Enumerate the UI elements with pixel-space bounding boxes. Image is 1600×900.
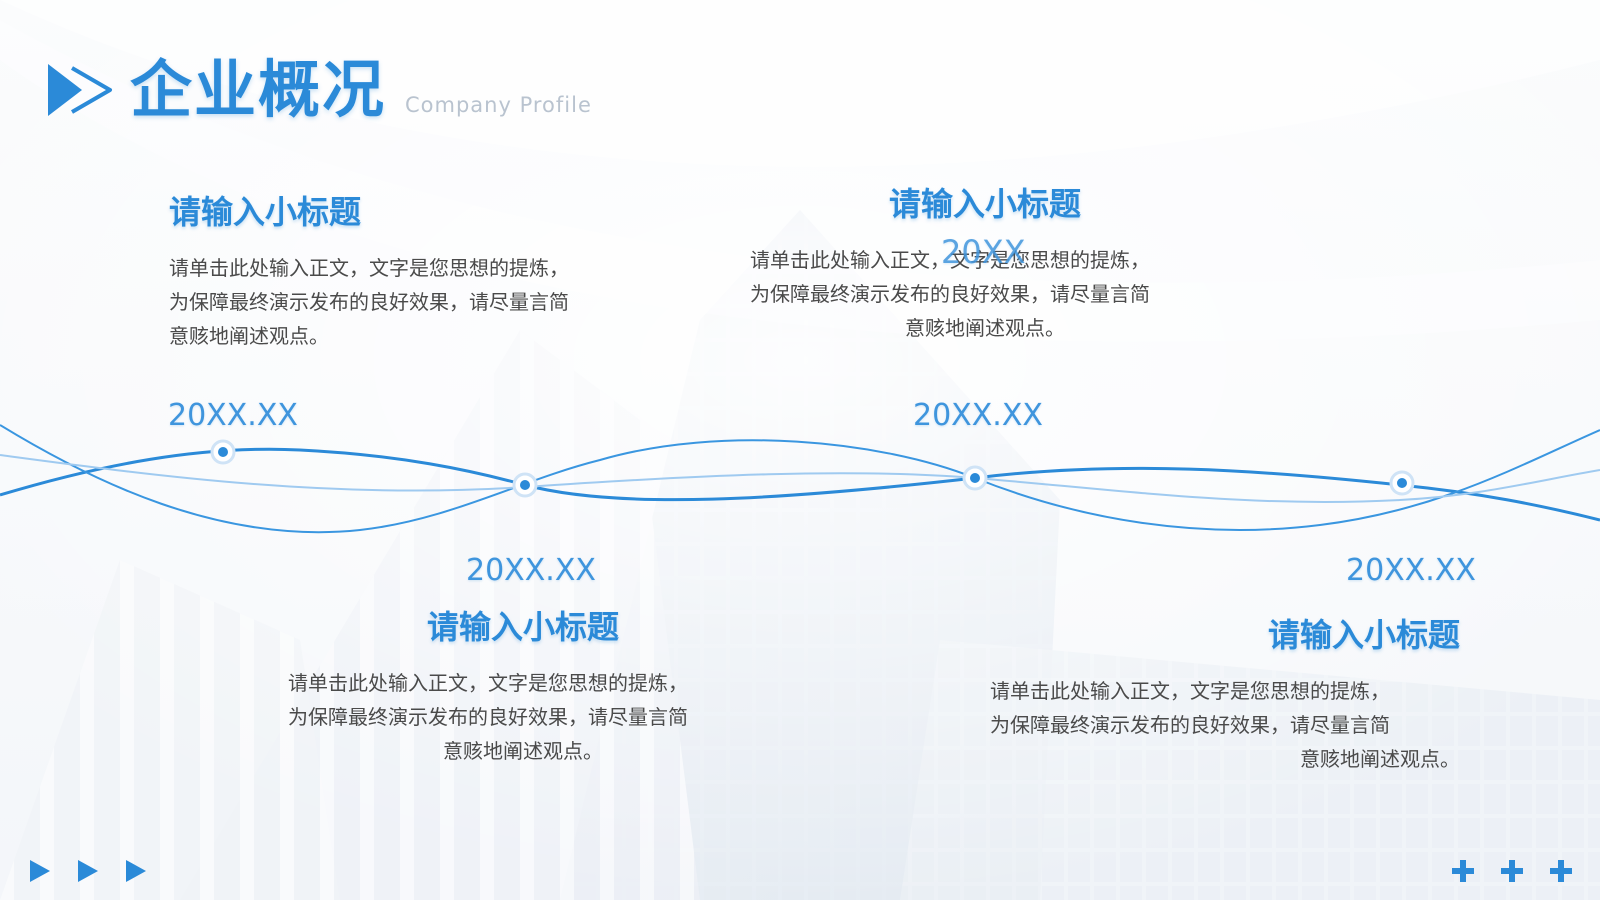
milestone-3-body-line-2[interactable]: 为保障最终演示发布的良好效果，请尽量言简 (750, 282, 1150, 306)
milestone-3-body-line-3[interactable]: 意赅地阐述观点。 (905, 316, 1065, 340)
milestone-1: 请输入小标题 请单击此处输入正文，文字是您思想的提炼， 为保障最终演示发布的良好… (169, 191, 639, 353)
milestone-3-body-line-1[interactable]: 请单击此处输入正文，文字是您思想的提炼， (750, 248, 1150, 272)
milestone-2-date[interactable]: 20XX.XX (466, 553, 596, 588)
page-subtitle: Company Profile (405, 93, 592, 117)
milestone-2-body-line-3[interactable]: 意赅地阐述观点。 (443, 739, 603, 763)
milestone-4-body-line-2[interactable]: 为保障最终演示发布的良好效果，请尽量言简 (990, 713, 1390, 737)
milestone-1-body-line-1[interactable]: 请单击此处输入正文，文字是您思想的提炼， (169, 256, 569, 280)
milestone-4-body-line-3[interactable]: 意赅地阐述观点。 (1300, 747, 1460, 771)
milestone-3-overlap-label: 20XX (941, 233, 1026, 271)
milestone-1-body-line-2[interactable]: 为保障最终演示发布的良好效果，请尽量言简 (169, 290, 569, 314)
milestone-1-subtitle[interactable]: 请输入小标题 (169, 193, 362, 231)
milestone-4-date[interactable]: 20XX.XX (1346, 553, 1476, 588)
milestone-4-subtitle[interactable]: 请输入小标题 (1267, 616, 1460, 654)
milestone-2-body-line-1[interactable]: 请单击此处输入正文，文字是您思想的提炼， (288, 671, 688, 695)
triple-play-arrow-icon (30, 860, 146, 882)
milestone-2: 请输入小标题 请单击此处输入正文，文字是您思想的提炼， 为保障最终演示发布的良好… (288, 606, 758, 768)
milestone-3-date[interactable]: 20XX.XX (913, 398, 1043, 433)
milestone-2-subtitle[interactable]: 请输入小标题 (426, 608, 619, 646)
double-play-arrow-icon (48, 64, 112, 116)
milestone-4-body-line-1[interactable]: 请单击此处输入正文，文字是您思想的提炼， (990, 679, 1390, 703)
milestone-1-body-line-3[interactable]: 意赅地阐述观点。 (169, 324, 329, 348)
milestone-3-subtitle[interactable]: 请输入小标题 (888, 185, 1081, 223)
milestone-3: 请输入小标题 请单击此处输入正文，文字是您思想的提炼， 为保障最终演示发布的良好… (750, 183, 1220, 345)
triple-plus-icon (1452, 860, 1572, 882)
milestone-2-body-line-2[interactable]: 为保障最终演示发布的良好效果，请尽量言简 (288, 705, 688, 729)
milestone-1-date[interactable]: 20XX.XX (168, 398, 298, 433)
milestone-4: 请输入小标题 请单击此处输入正文，文字是您思想的提炼， 为保障最终演示发布的良好… (990, 614, 1460, 776)
page-title: 企业概况 (130, 53, 387, 126)
